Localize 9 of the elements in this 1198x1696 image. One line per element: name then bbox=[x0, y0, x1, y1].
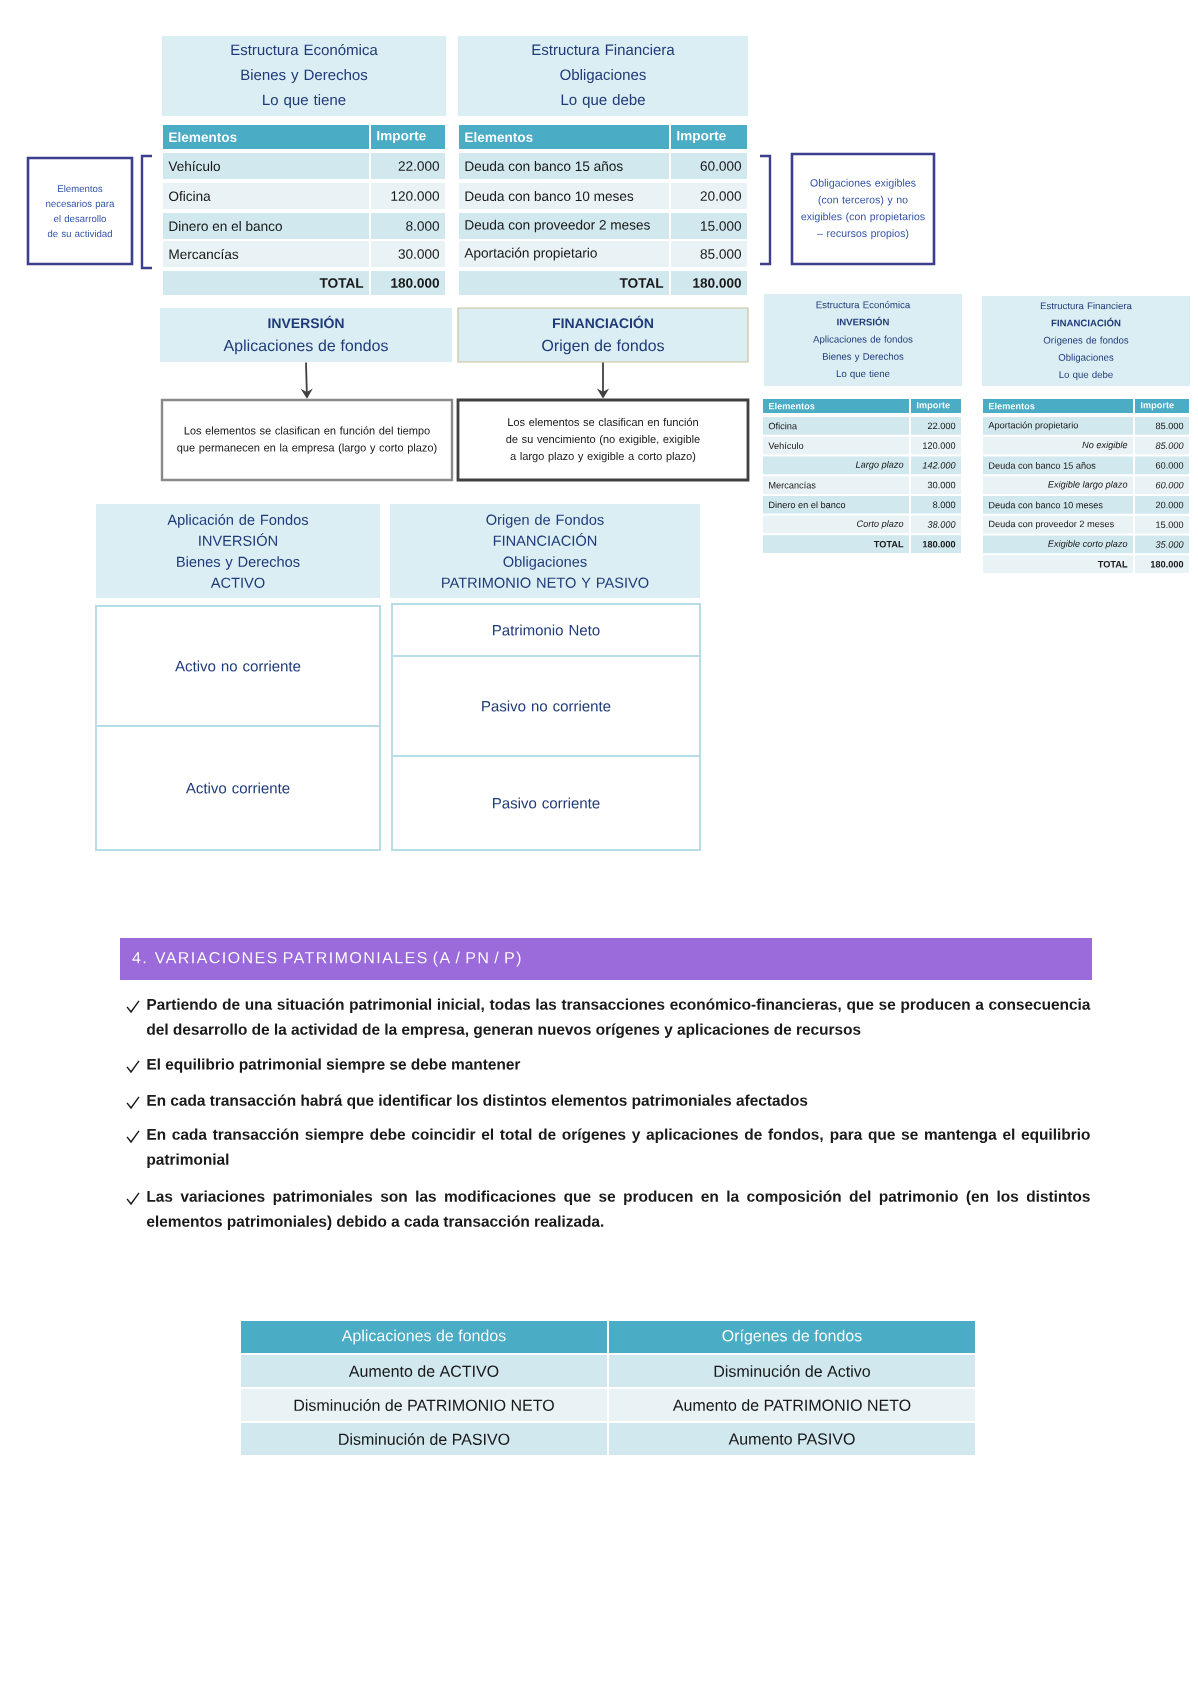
table-cell: Aumento de ACTIVO bbox=[241, 1355, 607, 1387]
table-cell: Disminución de PASIVO bbox=[241, 1423, 607, 1455]
table-cell: Aumento de PATRIMONIO NETO bbox=[609, 1389, 975, 1421]
header-cell: Aplicaciones de fondos bbox=[241, 1321, 607, 1353]
table-cell: Aumento PASIVO bbox=[609, 1423, 975, 1455]
heading-band: 4. VARIACIONES PATRIMONIALES (A / PN / P) bbox=[120, 938, 1092, 980]
header-cell: Orígenes de fondos bbox=[609, 1321, 975, 1353]
table-cell: Disminución de PATRIMONIO NETO bbox=[241, 1389, 607, 1421]
table-cell: Disminución de Activo bbox=[609, 1355, 975, 1387]
